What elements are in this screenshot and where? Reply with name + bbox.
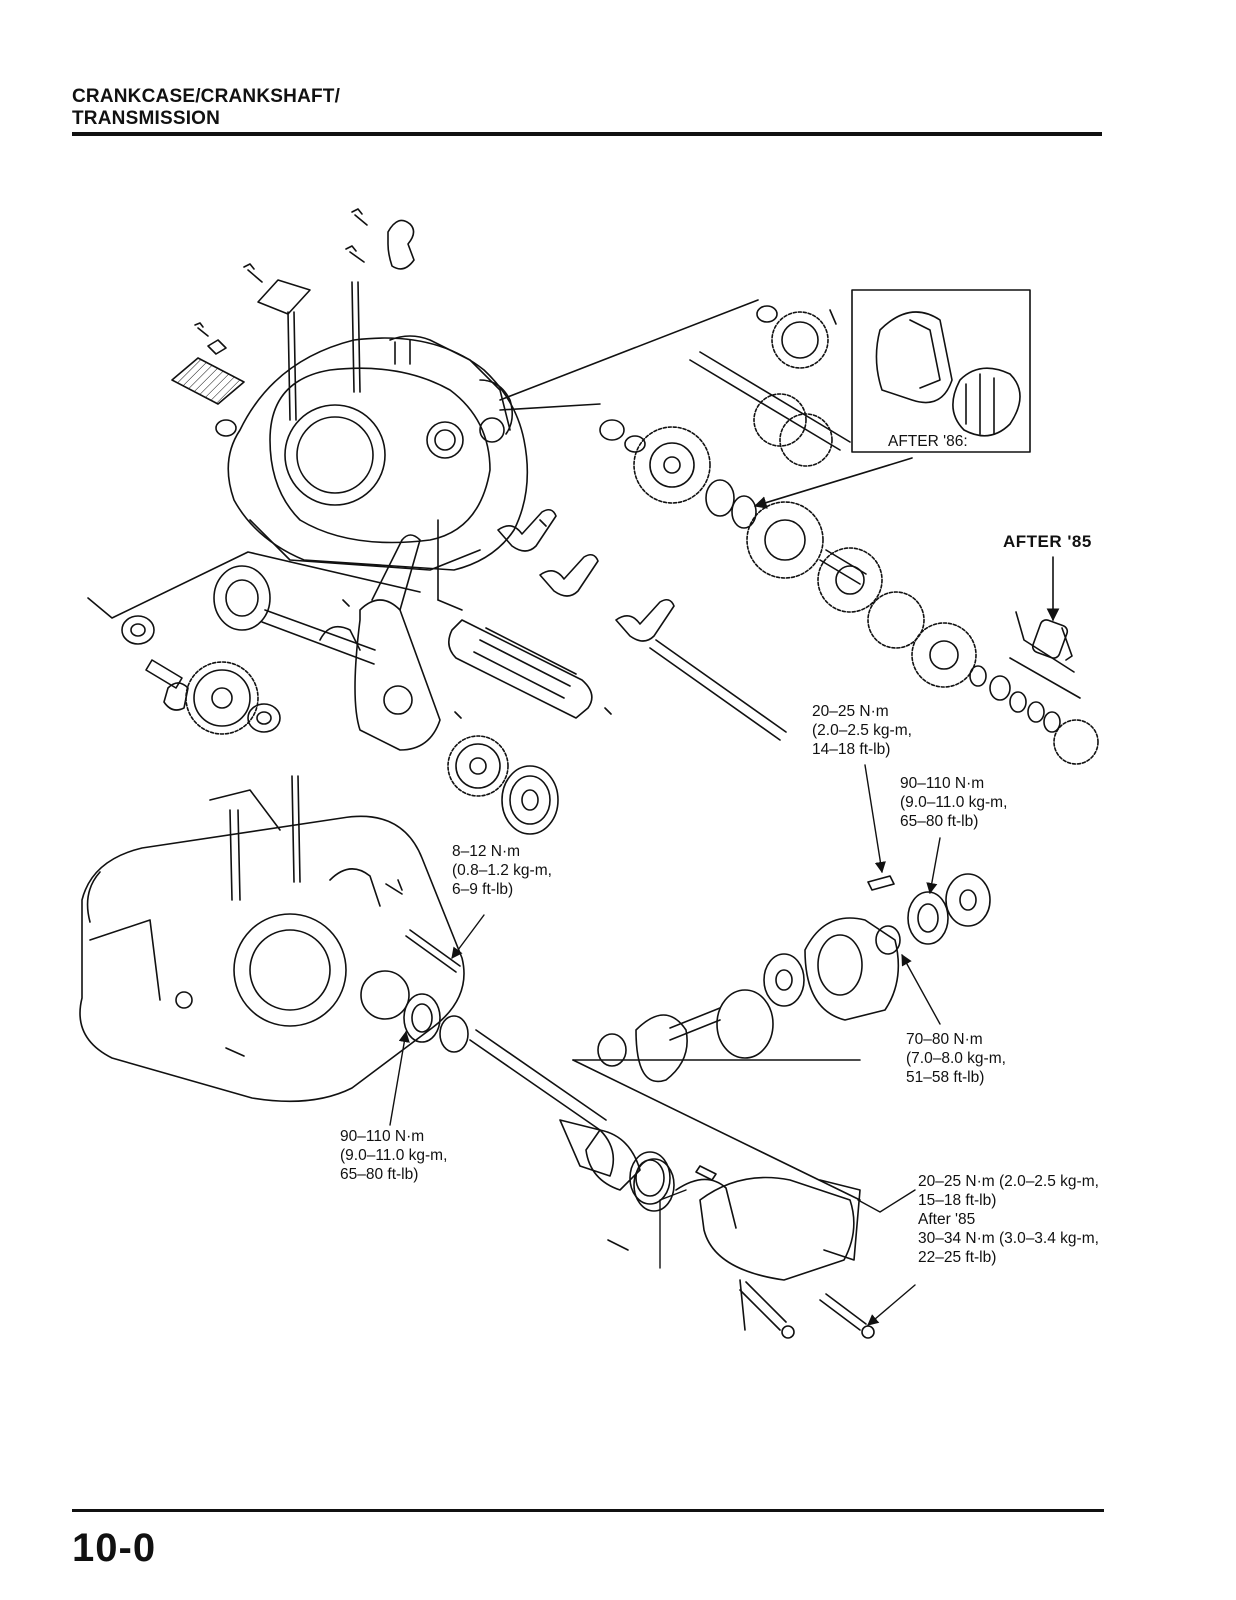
inset-after-86	[753, 289, 1031, 509]
torque-label-3-line-1: 8–12 N·m	[452, 843, 521, 860]
alignment-lines	[87, 299, 759, 619]
torque-label-2-line-1: 90–110 N·m	[900, 775, 985, 792]
section-title-line-2: TRANSMISSION	[72, 108, 221, 129]
primary-gear-and-bearing	[447, 735, 559, 835]
upper-small-parts	[171, 208, 415, 437]
inset-label: AFTER '86:	[888, 433, 968, 450]
section-title-line-1: CRANKCASE/CRANKSHAFT/	[72, 86, 341, 107]
torque-label-6-line-1: 20–25 N·m (2.0–2.5 kg-m,	[918, 1173, 1099, 1190]
torque-label-6-line-4: 30–34 N·m (3.0–3.4 kg-m,	[918, 1230, 1099, 1247]
torque-label-4: 70–80 N·m (7.0–8.0 kg-m, 51–58 ft-lb)	[906, 1030, 1006, 1087]
torque-label-2-line-2: (9.0–11.0 kg-m,	[900, 794, 1008, 811]
torque-label-6-line-5: 22–25 ft-lb)	[918, 1249, 997, 1266]
final-drive-gears	[572, 873, 991, 1201]
torque-label-2: 90–110 N·m (9.0–11.0 kg-m, 65–80 ft-lb)	[900, 774, 1007, 831]
torque-label-4-line-1: 70–80 N·m	[906, 1031, 983, 1048]
page-number: 10-0	[72, 1526, 157, 1570]
torque-label-5: 90–110 N·m (9.0–11.0 kg-m, 65–80 ft-lb)	[340, 1127, 447, 1184]
after85-callout-label: AFTER '85	[1003, 532, 1092, 551]
torque-label-5-line-3: 65–80 ft-lb)	[340, 1166, 419, 1183]
torque-label-4-line-3: 51–58 ft-lb)	[906, 1069, 985, 1086]
torque-arrows	[389, 764, 941, 1326]
torque-label-3-line-3: 6–9 ft-lb)	[452, 881, 514, 898]
footer-rule	[72, 1509, 1104, 1512]
torque-label-6-line-2: 15–18 ft-lb)	[918, 1192, 997, 1209]
torque-label-3-line-2: (0.8–1.2 kg-m,	[452, 862, 552, 879]
torque-label-5-line-1: 90–110 N·m	[340, 1128, 425, 1145]
torque-label-4-line-2: (7.0–8.0 kg-m,	[906, 1050, 1006, 1067]
torque-label-1: 20–25 N·m (2.0–2.5 kg-m, 14–18 ft-lb)	[812, 702, 912, 759]
left-crankcase-upper	[227, 335, 529, 571]
shift-drum-and-forks	[342, 508, 787, 741]
torque-label-1-line-1: 20–25 N·m	[812, 703, 889, 720]
final-gear-case	[607, 1158, 875, 1339]
balancer-gear	[145, 659, 259, 735]
torque-label-1-line-2: (2.0–2.5 kg-m,	[812, 722, 912, 739]
torque-label-6-line-3: After '85	[918, 1211, 976, 1228]
output-shaft-assembly	[403, 993, 717, 1205]
torque-label-2-line-3: 65–80 ft-lb)	[900, 813, 979, 830]
torque-label-5-line-2: (9.0–11.0 kg-m,	[340, 1147, 448, 1164]
right-crankcase-lower	[79, 775, 465, 1103]
torque-label-3: 8–12 N·m (0.8–1.2 kg-m, 6–9 ft-lb)	[452, 842, 552, 899]
after85-collar	[1009, 556, 1081, 699]
torque-label-1-line-3: 14–18 ft-lb)	[812, 741, 891, 758]
crankshaft-assembly	[121, 534, 441, 751]
countershaft-gears	[599, 419, 1099, 765]
header-rule	[72, 132, 1102, 136]
page-header: CRANKCASE/CRANKSHAFT/ TRANSMISSION	[72, 86, 1102, 130]
mainshaft-gears	[689, 305, 851, 467]
torque-label-6: 20–25 N·m (2.0–2.5 kg-m, 15–18 ft-lb) Af…	[918, 1172, 1099, 1267]
